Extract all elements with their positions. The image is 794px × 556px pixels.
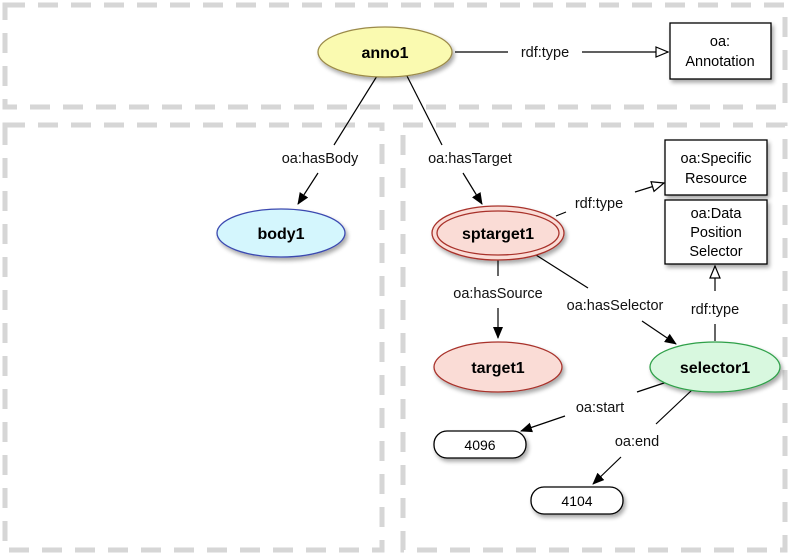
node-label-selector1: selector1 xyxy=(680,360,750,377)
edge-selector-rdf-type: rdf:type xyxy=(691,266,739,341)
literal-value: 4104 xyxy=(561,493,592,509)
class-label-line: Selector xyxy=(689,244,742,260)
edge-label: oa:hasSource xyxy=(453,286,542,302)
edge-label: rdf:type xyxy=(691,302,739,318)
edge-label: rdf:type xyxy=(521,45,569,61)
class-label-line: Position xyxy=(690,225,742,241)
class-label-line: oa:Specific xyxy=(681,151,752,167)
node-label-body1: body1 xyxy=(257,226,304,243)
body-group xyxy=(2,122,385,553)
class-oa-data-position-selector[interactable]: oa:Data Position Selector xyxy=(664,199,768,265)
class-oa-specific-resource[interactable]: oa:Specific Resource xyxy=(664,139,768,196)
edge-anno-rdf-type: rdf:type xyxy=(455,45,668,61)
node-label-anno1: anno1 xyxy=(361,45,408,62)
literal-value: 4096 xyxy=(464,437,495,453)
node-sptarget1[interactable] xyxy=(431,205,565,261)
edge-sptarget-rdf-type: rdf:type xyxy=(555,183,664,217)
edge-oa-end: oa:end xyxy=(592,389,693,485)
edge-has-target: oa:hasTarget xyxy=(406,75,512,205)
edge-label: oa:hasBody xyxy=(282,151,359,167)
literal-4104[interactable]: 4104 xyxy=(530,486,624,515)
node-selector1[interactable] xyxy=(649,341,781,393)
edge-label: oa:end xyxy=(615,434,659,450)
annotation-group xyxy=(2,2,788,110)
node-label-target1: target1 xyxy=(471,360,524,377)
class-label-line: oa:Data xyxy=(691,206,743,222)
target-group xyxy=(400,122,788,553)
edge-has-selector: oa:hasSelector xyxy=(535,254,677,345)
node-target1[interactable] xyxy=(433,341,563,393)
node-label-sptarget1: sptarget1 xyxy=(462,226,534,243)
node-anno1[interactable] xyxy=(317,26,453,78)
class-label-line: oa: xyxy=(710,34,730,50)
edge-oa-start: oa:start xyxy=(520,381,668,433)
literal-4096[interactable]: 4096 xyxy=(433,430,527,459)
edge-label: oa:hasTarget xyxy=(428,151,512,167)
edge-has-body: oa:hasBody xyxy=(282,75,378,205)
edge-label: rdf:type xyxy=(575,196,623,212)
node-body1[interactable] xyxy=(216,208,346,258)
class-label-line: Resource xyxy=(685,171,747,187)
edge-has-source: oa:hasSource xyxy=(453,260,543,339)
edge-label: oa:start xyxy=(576,400,624,416)
class-label-line: Annotation xyxy=(685,54,754,70)
class-oa-annotation[interactable]: oa: Annotation xyxy=(669,22,772,80)
edge-label: oa:hasSelector xyxy=(567,298,664,314)
